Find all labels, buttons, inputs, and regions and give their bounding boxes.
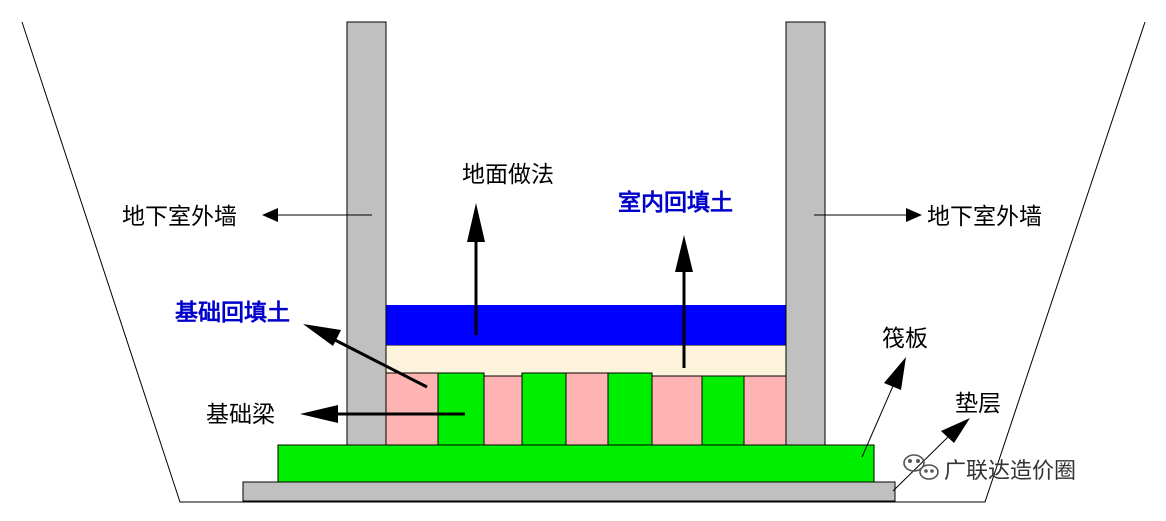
outer-wall-right: [785, 21, 826, 446]
foundation-backfill-block: [651, 375, 703, 446]
foundation-beam-block: [521, 372, 567, 446]
foundation-beam-block: [701, 375, 745, 446]
foundation-backfill-block: [385, 372, 439, 446]
indoor-backfill-arrowhead: [675, 235, 693, 272]
outer-wall-left: [346, 21, 387, 446]
raft-leader: [861, 385, 894, 458]
outer-wall-left-label: 地下室外墙: [122, 204, 237, 230]
raft-slab: [277, 444, 875, 483]
foundation-beam-block: [437, 372, 485, 446]
foundation-backfill-leader: [334, 338, 428, 389]
cushion-arrowhead: [941, 418, 970, 443]
watermark-text: 广联达造价圈: [944, 459, 1076, 484]
foundation-backfill-label: 基础回填土: [175, 299, 290, 326]
outer-wall-left-arrowhead: [262, 208, 278, 222]
cushion-label: 垫层: [955, 391, 1001, 417]
floor-finish-layer: [386, 305, 786, 345]
indoor-backfill-label: 室内回填土: [618, 189, 733, 216]
foundation-backfill-block: [565, 372, 609, 446]
foundation-beam-row: [385, 372, 787, 446]
foundation-beam-arrowhead: [300, 405, 338, 423]
foundation-beam-label: 基础梁: [206, 402, 275, 428]
wechat-icon: [903, 454, 939, 480]
ground-finish-arrowhead: [467, 203, 485, 242]
cushion-leader: [892, 436, 949, 492]
foundation-backfill-block: [483, 375, 523, 446]
watermark: 广联达造价圈: [903, 454, 1076, 484]
foundation-backfill-arrowhead: [303, 324, 341, 346]
excavation-outline: [21, 21, 1146, 503]
outer-wall-right-arrowhead: [906, 208, 922, 222]
raft-arrowhead: [884, 357, 906, 390]
foundation-backfill-block: [743, 375, 787, 446]
raft-label: 筏板: [882, 326, 928, 352]
outer-wall-right-label: 地下室外墙: [927, 204, 1042, 230]
ground-finish-label: 地面做法: [462, 162, 554, 188]
cushion-layer: [242, 481, 896, 502]
foundation-beam-block: [607, 372, 653, 446]
